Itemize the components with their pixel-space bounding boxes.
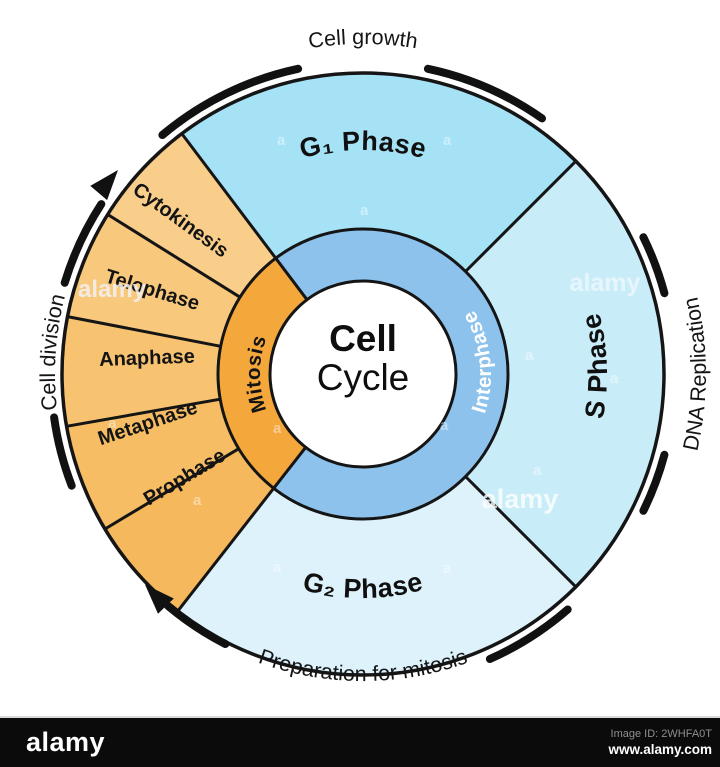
sector-g2 [177,374,576,675]
sector-s [363,161,664,587]
center-title-line2: Cycle [317,357,410,398]
alamy-logo: alamy [26,727,106,757]
mitosis-boundary-lines [176,132,309,613]
arrowhead-top-left-icon [90,170,118,201]
footer-bar: alamy Image ID: 2WHFA0T www.alamy.com [0,716,720,767]
label-anaphase: Anaphase [99,346,195,371]
image-id-text: Image ID: 2WHFA0T [610,727,712,740]
ring-outline [216,227,510,521]
sector-g1 [181,73,576,374]
center-circle [268,279,458,469]
cell-cycle-diagram: Cell growth DNA Replication Preparation … [36,25,711,686]
sector-anaphase [61,316,363,427]
footer-meta: Image ID: 2WHFA0T www.alamy.com [608,727,712,759]
sector-divider-lines [66,160,577,588]
cycle-arrow-arcs [50,64,669,663]
label-dna-replication: DNA Replication [679,295,711,452]
alamy-url-text: www.alamy.com [608,741,712,757]
arrowhead-bottom-left-icon [145,584,174,614]
center-title-line1: Cell [329,318,397,359]
label-cell-growth: Cell growth [307,25,420,53]
outer-circle-outline [60,71,666,677]
